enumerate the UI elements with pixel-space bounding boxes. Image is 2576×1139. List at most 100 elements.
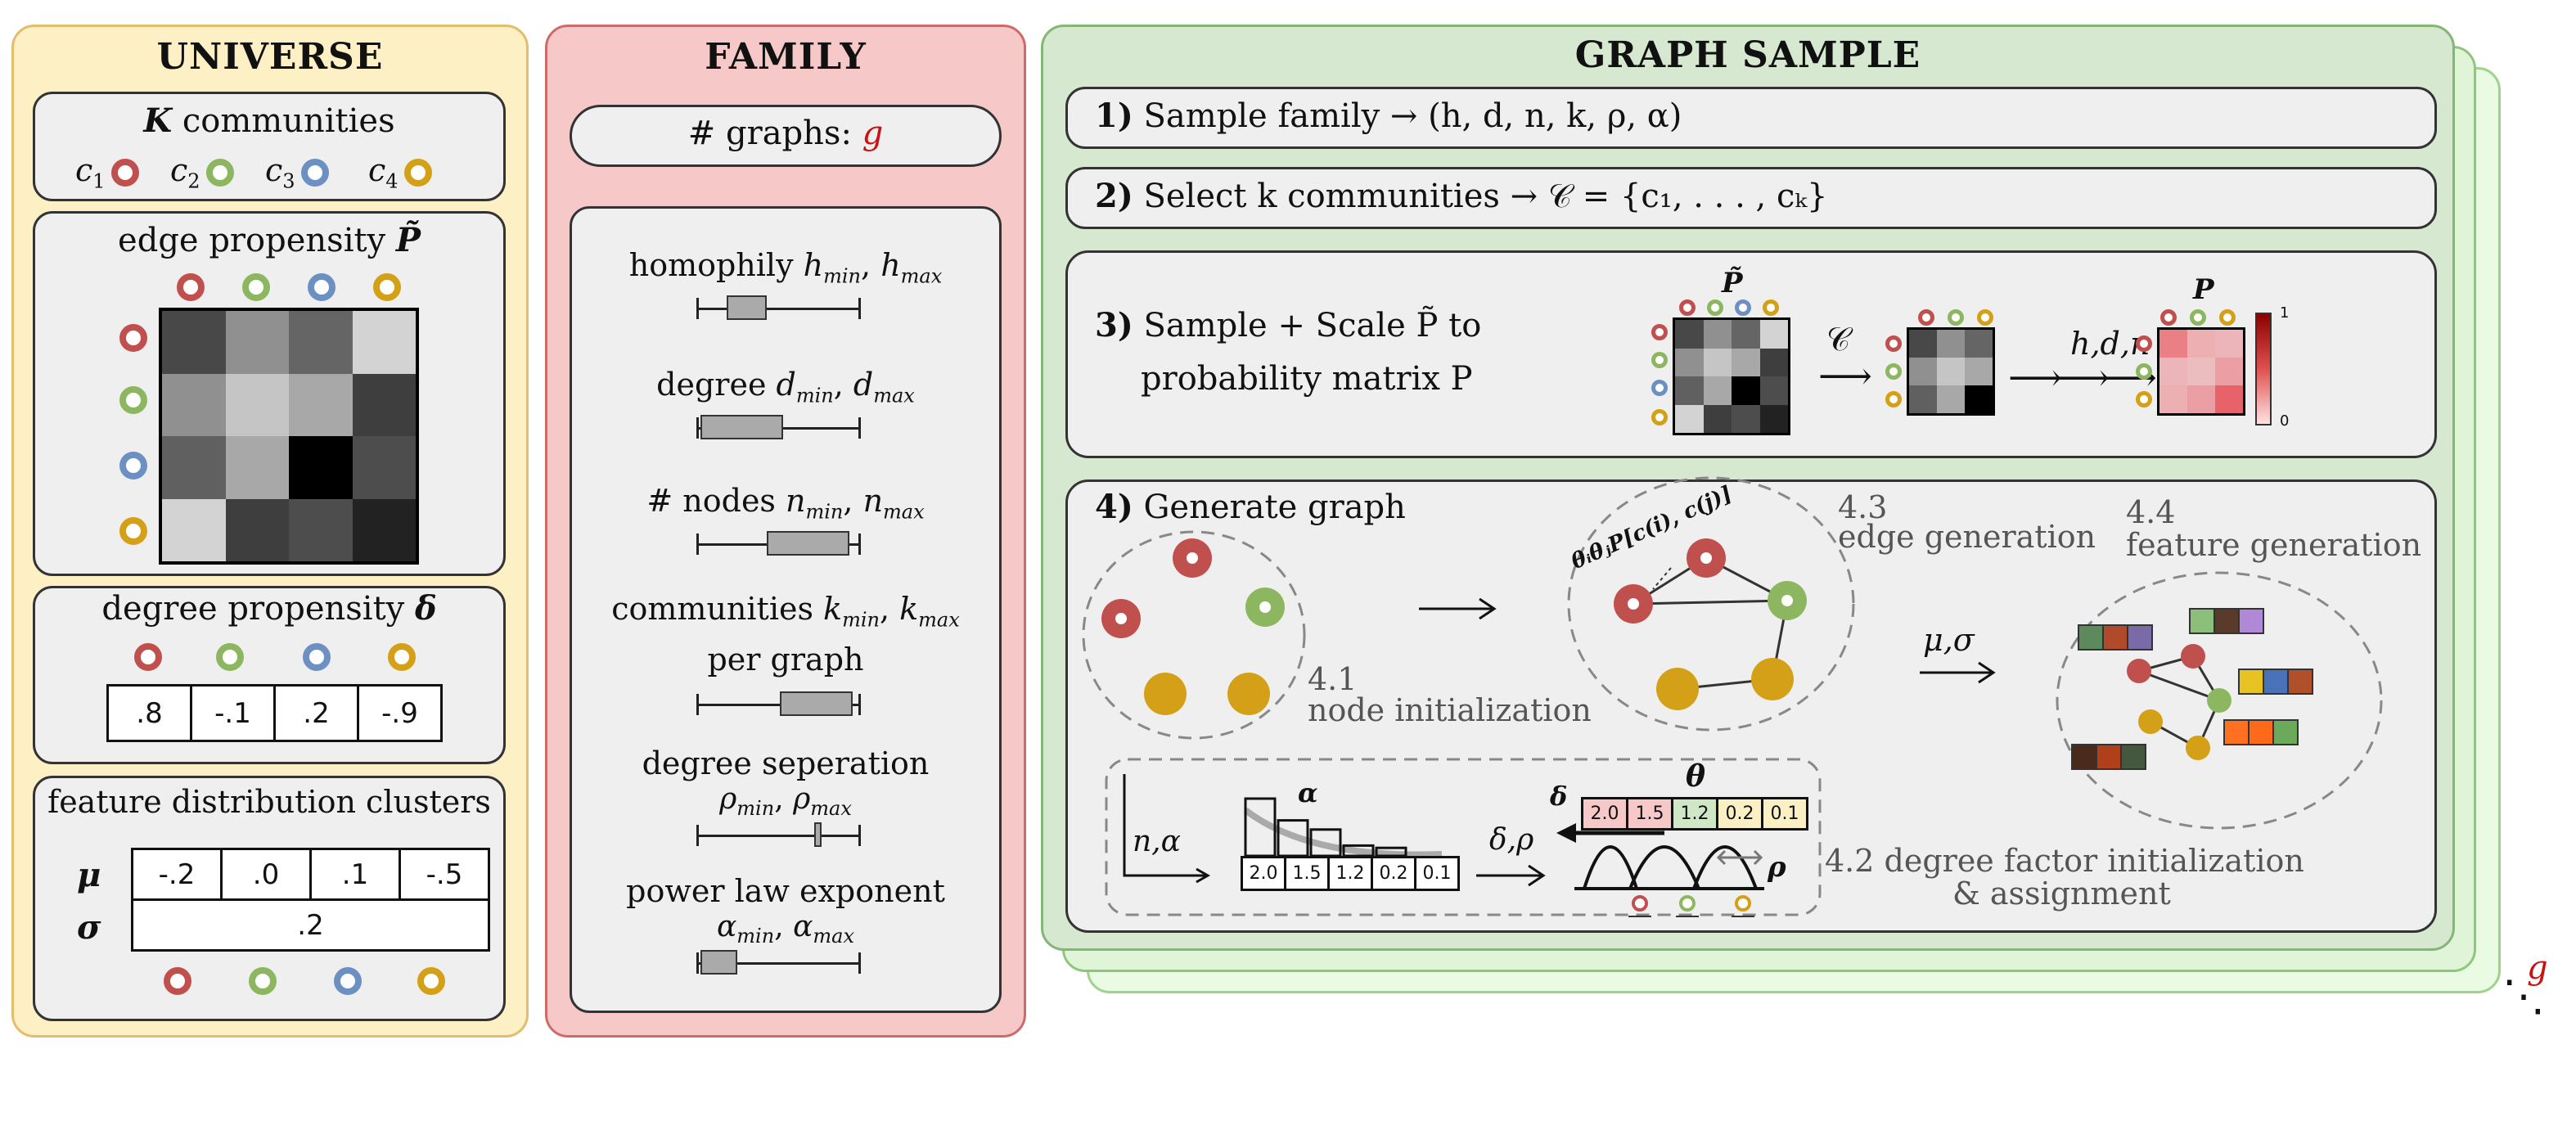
range-tick — [696, 298, 699, 319]
matrix-cell — [352, 498, 416, 561]
matrix-cell — [1909, 330, 1937, 358]
n-alpha-label: n,α — [1133, 825, 1181, 858]
community-marker — [404, 159, 432, 187]
to-theta-arrow — [1476, 864, 1546, 887]
matrix-column-marker — [373, 273, 401, 301]
range-tick — [858, 298, 861, 319]
matrix-cell — [352, 436, 416, 499]
p-label: P — [2193, 273, 2214, 306]
colorbar-max: 1 — [2280, 304, 2290, 322]
n-alpha-axis — [1123, 774, 1211, 884]
mu-value: -.2 — [131, 848, 223, 901]
matrix-cell — [1675, 348, 1704, 376]
matrix-cell — [1732, 320, 1760, 349]
matrix-column-marker — [242, 273, 270, 301]
small-column-marker — [2219, 309, 2236, 326]
community-marker — [206, 159, 234, 187]
matrix-cell — [1937, 385, 1965, 413]
feature-vectors — [2071, 608, 2313, 770]
step2-label: Select k communities → 𝒞 = {c₁, . . . , … — [1133, 178, 1828, 215]
matrix-cell — [225, 436, 289, 499]
degree-propensity-label: degree propensity — [101, 590, 415, 628]
stack-g-label: g — [2527, 949, 2548, 987]
small-column-marker — [1679, 299, 1696, 316]
hdn-arrow: ⟶⟶⟶ — [2008, 355, 2157, 399]
feature-marker — [249, 967, 277, 995]
alpha-table: 2.0 1.5 1.2 0.2 0.1 — [1241, 856, 1460, 891]
matrix-cell — [2159, 330, 2187, 358]
step3-line2: probability matrix P — [1141, 360, 1473, 398]
matrix-cell — [2187, 358, 2215, 385]
p-final-matrix — [2157, 327, 2245, 416]
theta-table: 2.0 1.5 1.2 0.2 0.1 — [1581, 797, 1808, 831]
alpha-curve — [1243, 807, 1443, 858]
step1-text: 1) Sample family → (h, d, n, k, ρ, α) — [1095, 97, 1682, 135]
alpha-value: 1.2 — [1327, 856, 1373, 891]
range-tick — [858, 533, 861, 555]
matrix-cell — [1909, 385, 1937, 413]
small-row-marker — [1651, 352, 1668, 368]
step4-label: Generate graph — [1133, 488, 1406, 526]
matrix-cell — [2215, 358, 2243, 385]
mu-value: -.5 — [399, 848, 490, 901]
small-row-marker — [1651, 409, 1668, 425]
range-tick — [696, 952, 699, 974]
matrix-cell — [1759, 404, 1788, 433]
graphs-count-label: # graphs: — [687, 115, 862, 152]
matrix-cell — [162, 436, 226, 499]
range-axis — [697, 308, 859, 310]
matrix-cell — [1675, 404, 1704, 433]
p-tilde-small-matrix — [1673, 317, 1790, 435]
degree-marker — [303, 643, 331, 671]
step1-label: Sample family → (h, d, n, k, ρ, α) — [1133, 97, 1682, 135]
range-box — [700, 950, 738, 975]
matrix-cell — [2215, 385, 2243, 413]
family-params-box — [570, 206, 1002, 1013]
feature-clusters-title: feature distribution clusters — [47, 784, 491, 820]
edge-gen-region — [1567, 476, 1855, 732]
matrix-cell — [352, 373, 416, 436]
edge-gen-nodes — [1614, 538, 1807, 710]
small-column-marker — [2190, 309, 2206, 326]
step1-box — [1065, 87, 2437, 149]
community-label: c4 — [368, 152, 399, 193]
alpha-value: 0.2 — [1371, 856, 1416, 891]
degree-value: -.9 — [357, 684, 443, 742]
alpha-value: 1.5 — [1284, 856, 1330, 891]
graphs-count-text: # graphs: g — [570, 115, 1002, 152]
small-column-marker — [1918, 309, 1934, 326]
small-column-marker — [1707, 299, 1723, 316]
matrix-cell — [1759, 376, 1788, 405]
p-selected-matrix — [1907, 327, 1995, 416]
feature-marker — [164, 967, 191, 995]
small-row-marker — [1885, 391, 1902, 407]
degree-value: .8 — [106, 684, 192, 742]
small-column-marker — [2160, 309, 2177, 326]
mu-sigma-label: μ,σ — [1923, 622, 1975, 658]
degree-value: .2 — [273, 684, 359, 742]
matrix-row-marker — [119, 517, 147, 545]
formula-leader — [1652, 567, 1672, 590]
small-row-marker — [1885, 335, 1902, 352]
alpha-bar — [1309, 828, 1342, 858]
density-curves — [1574, 845, 1764, 890]
matrix-cell — [2159, 358, 2187, 385]
sub41-number: 4.1 — [1308, 661, 1358, 697]
rho-symbol: ρ — [1768, 851, 1786, 884]
small-row-marker — [1885, 363, 1902, 380]
small-row-marker — [2136, 363, 2152, 380]
alpha-value: 0.1 — [1414, 856, 1460, 891]
matrix-cell — [2215, 330, 2243, 358]
community-label: c2 — [170, 152, 200, 193]
matrix-row-marker — [119, 386, 147, 414]
matrix-column-marker — [308, 273, 336, 301]
feature-table: -.2 .0 .1 -.5 .2 — [131, 848, 490, 952]
matrix-cell — [1937, 330, 1965, 358]
small-column-marker — [1763, 299, 1779, 316]
communities-title: K communities — [33, 101, 506, 140]
range-axis — [697, 704, 859, 706]
matrix-cell — [1759, 320, 1788, 349]
range-box — [726, 295, 768, 320]
community-label: c3 — [265, 152, 295, 193]
sample-title: GRAPH SAMPLE — [1574, 34, 1921, 76]
